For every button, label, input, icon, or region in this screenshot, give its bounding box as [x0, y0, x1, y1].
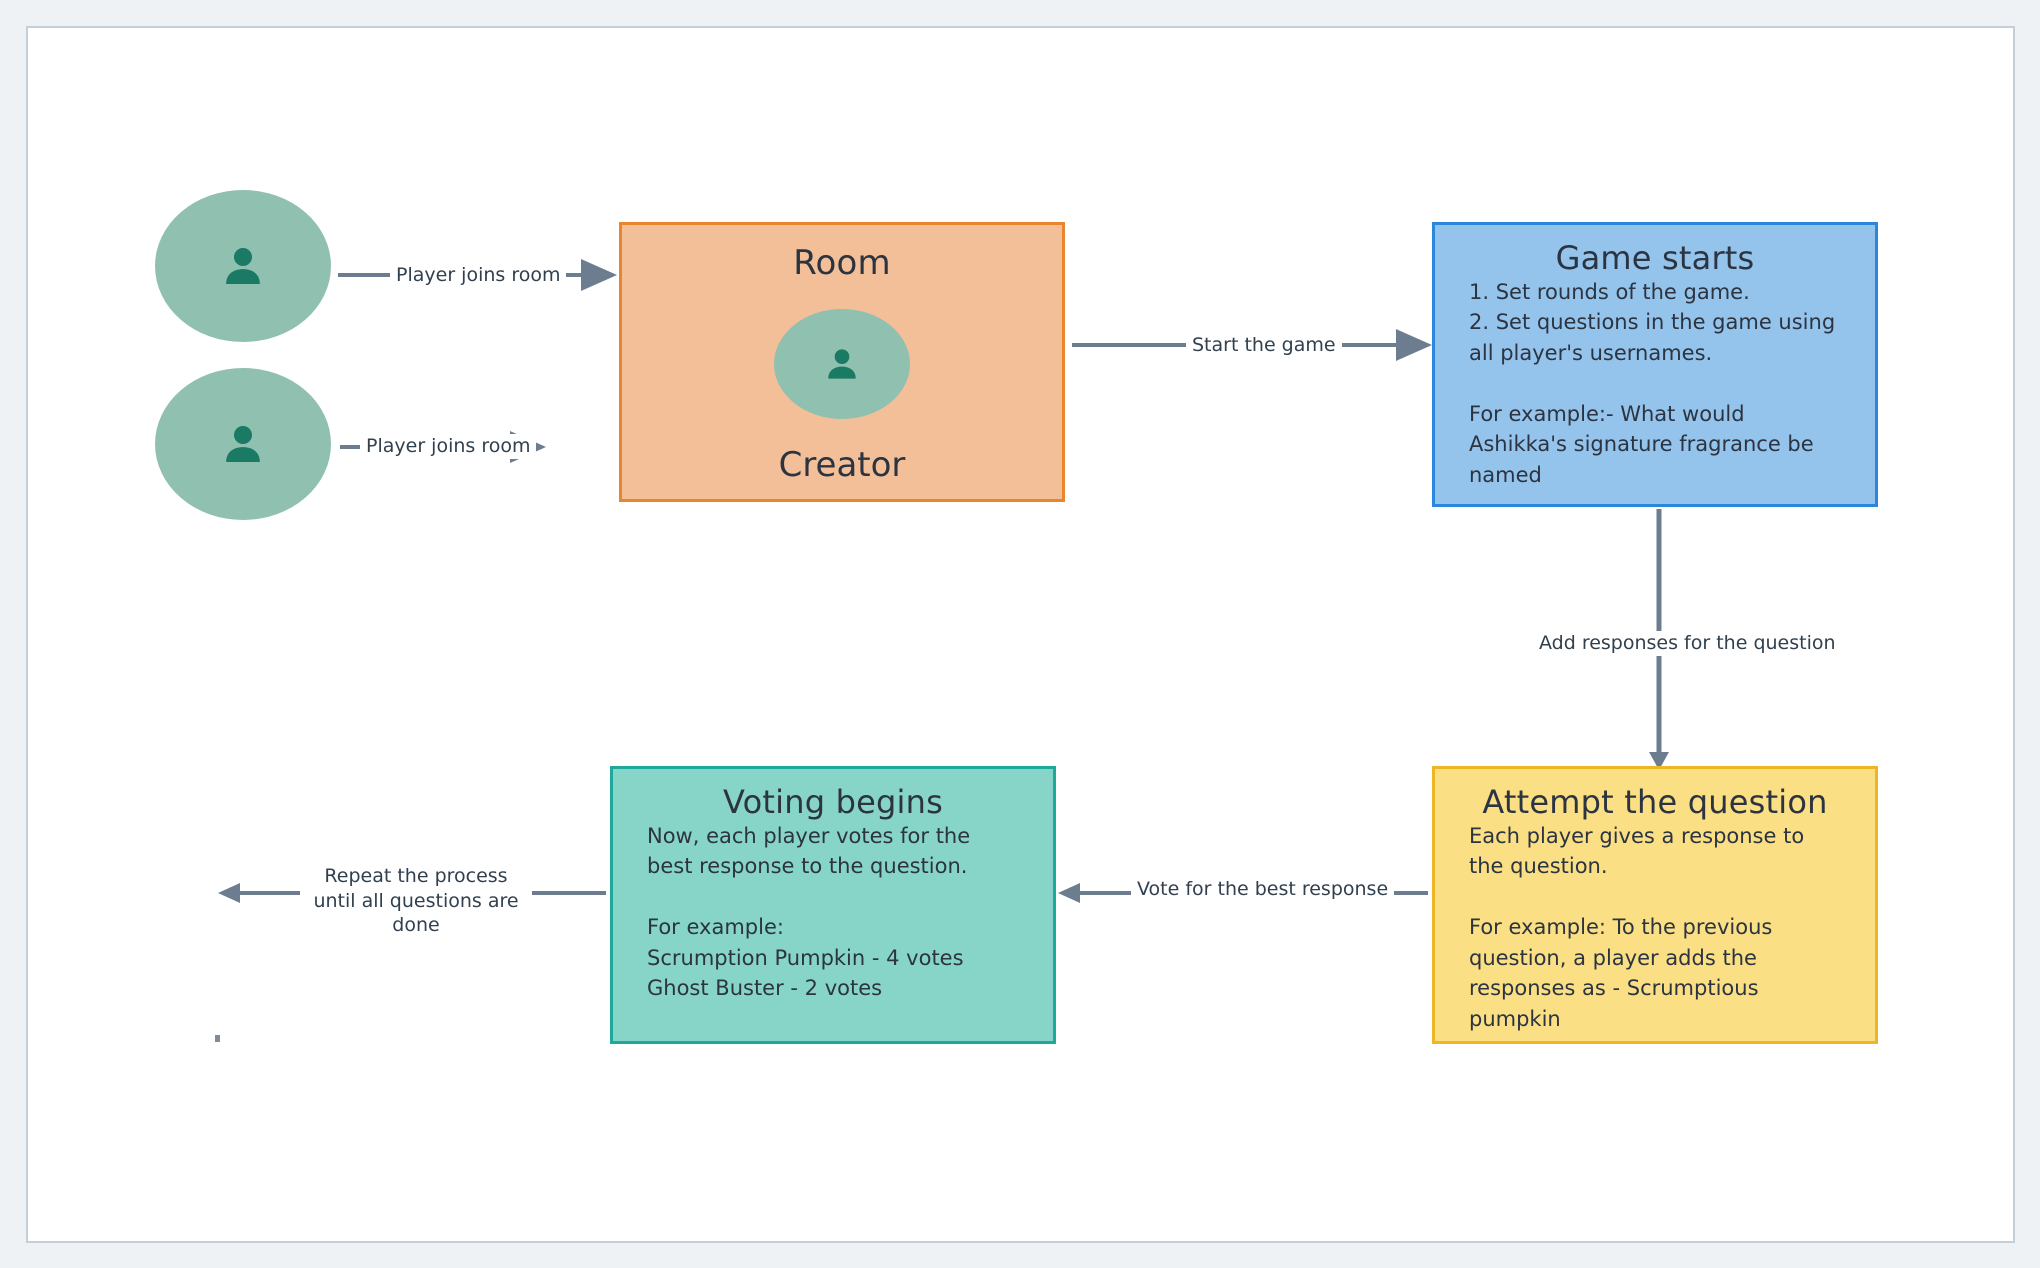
node-game-starts[interactable]: Game starts 1. Set rounds of the game. 2… [1432, 222, 1878, 507]
person-icon [820, 342, 864, 386]
player-avatar-2[interactable] [155, 368, 331, 520]
node-room[interactable]: Room Creator [619, 222, 1065, 502]
edge-label-start-the-game: Start the game [1186, 333, 1342, 358]
node-voting-begins-title: Voting begins [723, 783, 943, 821]
edge-label-add-responses: Add responses for the question [1533, 631, 1842, 656]
edge-label-vote-best-response: Vote for the best response [1131, 877, 1395, 902]
person-icon [216, 239, 270, 293]
node-room-subtitle: Creator [778, 445, 906, 485]
edge-label-repeat-process: Repeat the process until all questions a… [300, 864, 532, 939]
edge-label-player-joins-room-1: Player joins room [390, 263, 567, 288]
stray-mark [215, 1035, 220, 1042]
node-voting-begins[interactable]: Voting begins Now, each player votes for… [610, 766, 1056, 1044]
node-game-starts-title: Game starts [1555, 239, 1755, 277]
node-game-starts-body: 1. Set rounds of the game. 2. Set questi… [1469, 280, 1836, 487]
node-attempt-question-body: Each player gives a response to the ques… [1469, 824, 1805, 1031]
edge-label-player-joins-room-2: Player joins room [360, 434, 537, 459]
node-attempt-question-title: Attempt the question [1482, 783, 1828, 821]
creator-avatar[interactable] [774, 309, 910, 419]
player-avatar-1[interactable] [155, 190, 331, 342]
node-voting-begins-body: Now, each player votes for the best resp… [647, 824, 971, 1001]
node-room-title: Room [793, 243, 891, 283]
person-icon [216, 417, 270, 471]
node-attempt-question[interactable]: Attempt the question Each player gives a… [1432, 766, 1878, 1044]
